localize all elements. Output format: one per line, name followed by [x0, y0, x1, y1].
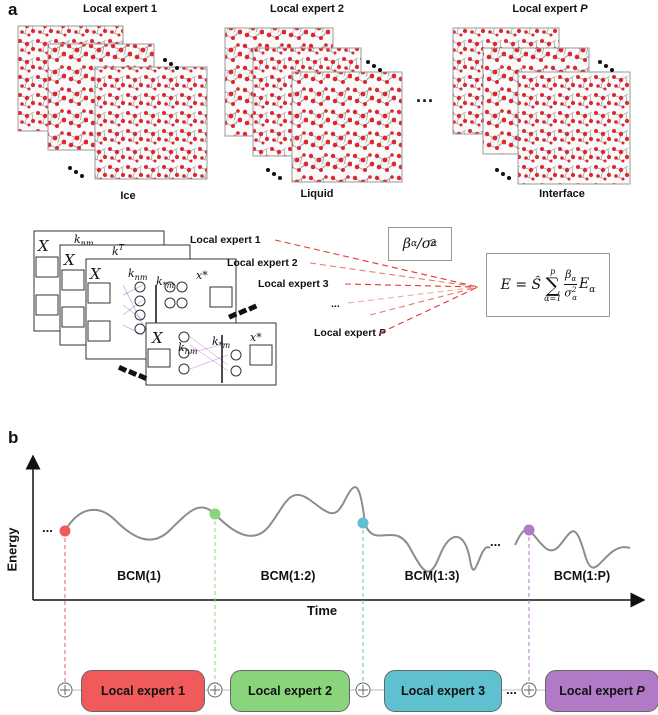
segment-bcm-1-3: BCM(1:3) — [404, 569, 460, 583]
svg-text:x*: x* — [196, 269, 208, 282]
expert-box-3: Local expert 3 — [384, 670, 502, 712]
segment-bcm-1-p: BCM(1:P) — [553, 569, 611, 583]
trailing-dots: ... — [490, 534, 501, 549]
expert-title-p: Local expert P — [512, 3, 588, 15]
svg-text:X: X — [89, 265, 102, 283]
segment-bcm-1-2: BCM(1:2) — [260, 569, 316, 583]
expert-box-p: Local expert P — [545, 670, 658, 712]
panel-b-label: b — [8, 428, 19, 447]
combination-formula: E = Ŝ p ∑ α=1 βα σ2α Eα — [486, 253, 610, 317]
expert-box-1: Local expert 1 — [81, 670, 205, 712]
energy-curve — [64, 486, 491, 573]
segment-bcm-1: BCM(1) — [117, 569, 161, 583]
panel-a-label: a — [8, 0, 18, 19]
plus-icon — [207, 682, 223, 698]
arrow-label-3: Local expert 3 — [258, 278, 329, 290]
phase-label-ice: Ice — [120, 190, 136, 202]
x-axis-label: Time — [307, 603, 338, 618]
marker-expert-p — [523, 524, 535, 536]
svg-text:X: X — [63, 251, 76, 269]
marker-expert-1 — [59, 525, 71, 537]
svg-text:X: X — [37, 237, 50, 255]
marker-expert-2 — [209, 508, 221, 520]
gp-network-stack: X knm X kT X knm k*m x* X knm k*m x* — [33, 230, 277, 386]
arrow-label-dots: ... — [331, 298, 340, 310]
arrow-label-2: Local expert 2 — [227, 257, 298, 269]
phase-label-liquid: Liquid — [300, 188, 334, 200]
expert-title-2: Local expert 2 — [270, 3, 344, 15]
plus-icon — [355, 682, 371, 698]
phase-label-interface: Interface — [539, 188, 585, 200]
stacks-ellipsis: ... — [416, 86, 435, 106]
plus-icon — [57, 682, 73, 698]
svg-text:X: X — [151, 329, 164, 347]
molecular-stacks — [17, 25, 631, 185]
leading-dots: ... — [42, 520, 53, 535]
plus-icon — [521, 682, 537, 698]
expert-box-2: Local expert 2 — [230, 670, 350, 712]
expert-dots: ... — [506, 682, 517, 697]
marker-expert-3 — [357, 517, 369, 529]
arrow-label-p: Local expert P — [314, 327, 386, 339]
expert-title-1: Local expert 1 — [83, 3, 157, 15]
arrow-label-1: Local expert 1 — [190, 234, 261, 246]
energy-curve-tail — [514, 528, 631, 569]
svg-text:x*: x* — [250, 331, 262, 344]
